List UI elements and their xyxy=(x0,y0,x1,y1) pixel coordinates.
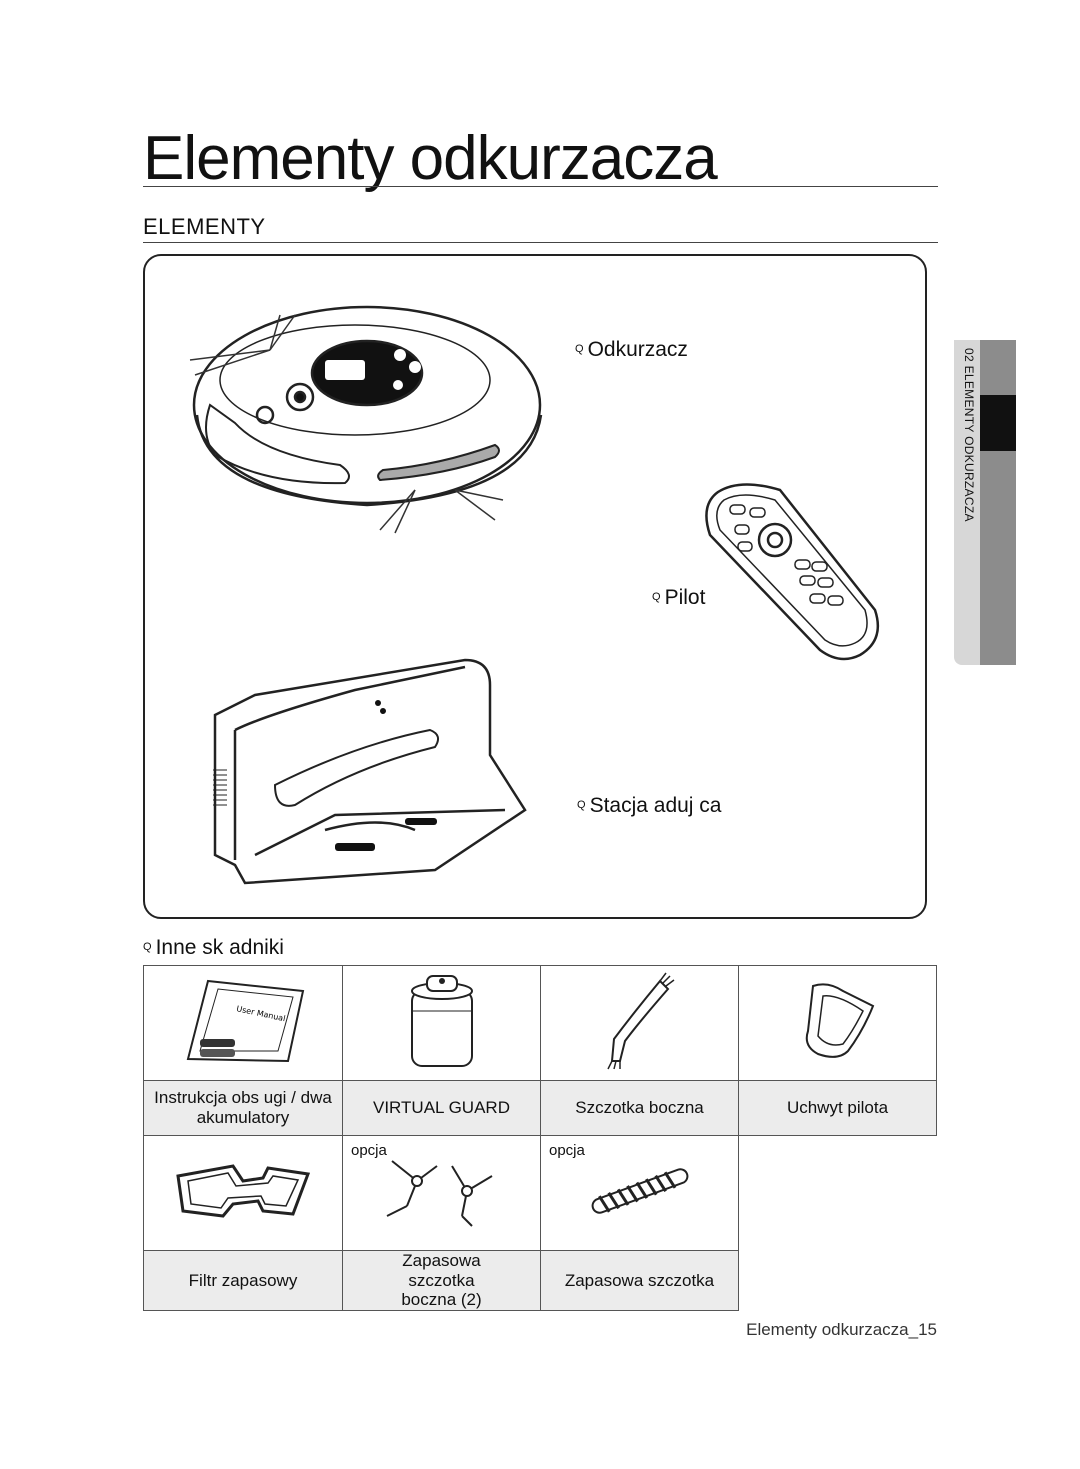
chapter-tab-dark xyxy=(980,340,1016,665)
components-panel xyxy=(143,254,927,919)
section-divider xyxy=(143,242,938,243)
cleaning-brush-icon xyxy=(606,972,674,1070)
accessories-table: User Manual xyxy=(143,965,937,1311)
remote-label: Q Pilot xyxy=(652,587,705,608)
charging-station-icon xyxy=(213,658,527,885)
remote-holder-icon xyxy=(805,983,874,1058)
vacuum-label-text: Odkurzacz xyxy=(587,338,688,361)
brush-caption: Szczotka boczna xyxy=(540,1080,739,1136)
optional-tag: opcja xyxy=(549,1142,585,1159)
side-brushes-icon xyxy=(386,1159,493,1227)
holder-cell xyxy=(738,965,937,1081)
other-parts-label: Q Inne sk adniki xyxy=(143,937,284,958)
chapter-tab: 02 ELEMENTY ODKURZACZA xyxy=(954,340,1016,665)
virtual-guard-cell xyxy=(342,965,541,1081)
chapter-tab-text: 02 ELEMENTY ODKURZACZA xyxy=(962,348,976,522)
virtual-guard-caption: VIRTUAL GUARD xyxy=(342,1080,541,1136)
title-divider xyxy=(143,186,938,187)
holder-caption: Uchwyt pilota xyxy=(738,1080,937,1136)
other-parts-label-text: Inne sk adniki xyxy=(155,936,284,959)
manual-caption: Instrukcja obs ugi / dwa akumulatory xyxy=(143,1080,343,1136)
chapter-tab-light xyxy=(954,340,980,665)
page-title: Elementy odkurzacza xyxy=(143,124,718,193)
bullet-icon: Q xyxy=(143,941,152,953)
station-label-text: Stacja aduj ca xyxy=(589,794,722,817)
chapter-tab-marker xyxy=(980,395,1016,451)
main-brush-caption: Zapasowa szczotka xyxy=(540,1250,739,1311)
filter-caption: Filtr zapasowy xyxy=(143,1250,343,1311)
manual-bag-icon: User Manual xyxy=(186,979,305,1062)
robot-vacuum-icon xyxy=(189,305,543,534)
optional-tag: opcja xyxy=(351,1142,387,1159)
empty-cell xyxy=(739,1251,937,1311)
page-footer: Elementy odkurzacza_15 xyxy=(746,1320,937,1339)
bullet-icon: Q xyxy=(652,591,661,603)
brush-cell xyxy=(540,965,739,1081)
side-brushes-caption: Zapasowa szczotka boczna (2) xyxy=(342,1250,541,1311)
filter-cell xyxy=(143,1135,343,1251)
manual-cell: User Manual xyxy=(143,965,343,1081)
main-brush-icon xyxy=(591,1168,688,1214)
side-brushes-cell: opcja xyxy=(342,1135,541,1251)
section-heading: ELEMENTY xyxy=(143,214,266,239)
remote-control-icon xyxy=(705,483,880,661)
virtual-guard-icon xyxy=(410,974,473,1067)
bullet-icon: Q xyxy=(577,799,586,811)
filter-icon xyxy=(176,1164,311,1218)
main-brush-cell: opcja xyxy=(540,1135,739,1251)
bullet-icon: Q xyxy=(575,343,584,355)
station-label: Q Stacja aduj ca xyxy=(577,795,721,816)
remote-label-text: Pilot xyxy=(664,586,706,609)
vacuum-label: Q Odkurzacz xyxy=(575,339,688,360)
empty-cell xyxy=(739,1136,937,1251)
